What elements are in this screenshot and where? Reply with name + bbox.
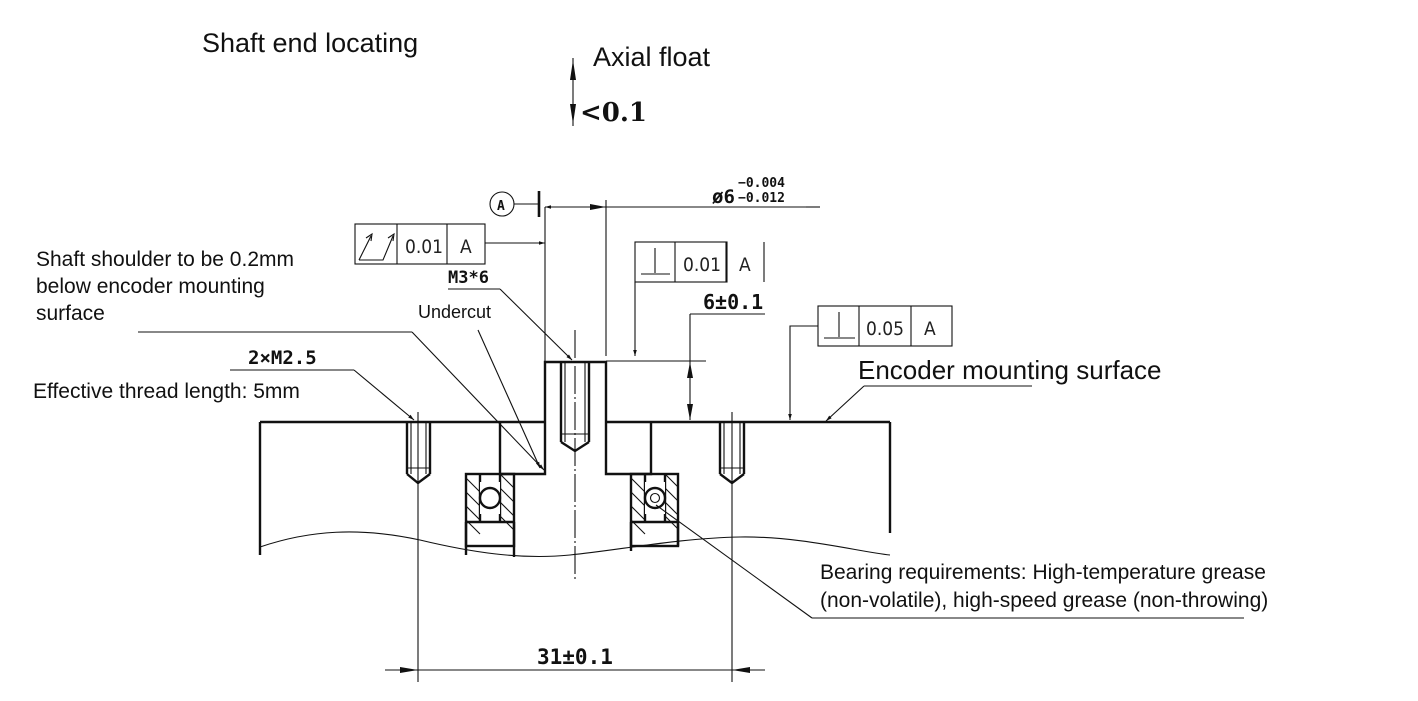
title-text: Shaft end locating	[202, 28, 418, 58]
mounting-surface-leader	[825, 385, 1032, 422]
perpendicularity-icon	[641, 248, 670, 275]
axial-float-value: <0.1	[580, 98, 647, 128]
fcf-2-tolerance: 0.01	[683, 254, 721, 276]
shaft-diameter-dimension	[544, 200, 820, 418]
total-runout-icon	[358, 232, 395, 261]
fcf-perpendicularity-surface: 0.05 A	[788, 305, 953, 420]
fcf-1-datum: A	[460, 236, 472, 258]
thread-length-note: Effective thread length: 5mm	[33, 380, 300, 403]
axial-float-label: Axial float	[593, 42, 711, 72]
bearing-note-line2: (non-volatile), high-speed grease (non-t…	[820, 589, 1268, 612]
shoulder-note-line3: surface	[36, 302, 105, 325]
fcf-3-datum: A	[924, 318, 936, 340]
center-thread-label: M3*6	[448, 268, 489, 288]
fcf-2-datum: A	[739, 254, 751, 276]
diameter-symbol: ø6	[712, 186, 735, 208]
left-threaded-hole	[405, 422, 432, 485]
hole-spacing-value: 31±0.1	[537, 645, 613, 669]
right-threaded-hole	[718, 422, 746, 485]
diameter-upper-tol: −0.004	[738, 176, 785, 191]
right-bearing	[629, 472, 680, 551]
side-thread-label: 2×M2.5	[248, 347, 317, 369]
fcf-total-runout: 0.01 A	[354, 223, 545, 265]
shoulder-note-line2: below encoder mounting	[36, 275, 265, 298]
hole-spacing-dimension	[385, 667, 765, 673]
shoulder-leader	[138, 331, 545, 471]
fcf-1-tolerance: 0.01	[405, 236, 443, 258]
axial-float-arrow	[570, 58, 576, 126]
perpendicularity-icon	[824, 312, 855, 339]
undercut-label: Undercut	[418, 302, 491, 322]
mounting-surface-label: Encoder mounting surface	[858, 355, 1162, 385]
fcf-perpendicularity-shaft: 0.01 A	[633, 241, 765, 356]
undercut-leader	[477, 329, 541, 469]
diameter-lower-tol: −0.012	[738, 191, 785, 206]
datum-letter: A	[497, 199, 505, 214]
shoulder-note-line1: Shaft shoulder to be 0.2mm	[36, 248, 294, 271]
fcf-3-tolerance: 0.05	[866, 318, 904, 340]
side-thread-leader	[230, 369, 415, 421]
bearing-leader	[655, 504, 1244, 619]
datum-a-symbol: A	[489, 191, 541, 217]
left-bearing	[464, 472, 516, 557]
center-thread-leader	[448, 288, 573, 361]
shaft-height-value: 6±0.1	[703, 290, 763, 314]
bearing-note-line1: Bearing requirements: High-temperature g…	[820, 561, 1266, 584]
shaft-height-dimension	[606, 313, 765, 420]
